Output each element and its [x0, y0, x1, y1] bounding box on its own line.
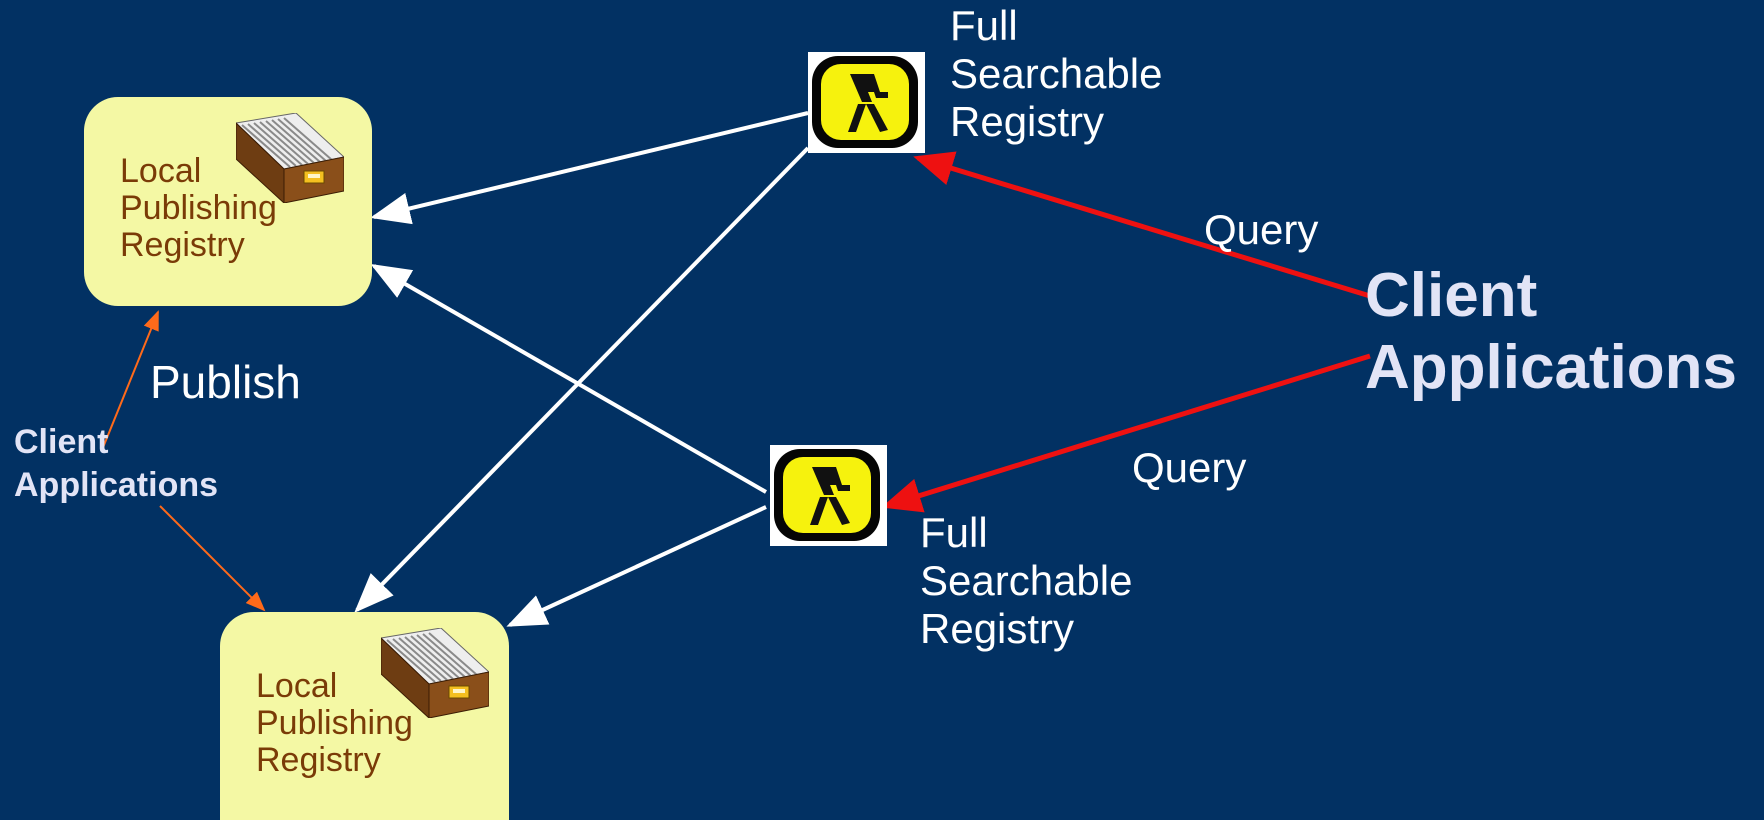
yellow-pages-walking-fingers-icon	[770, 445, 887, 546]
arrow-full-top-to-local-bottom	[354, 146, 810, 613]
arrow-full-top-to-local-top	[370, 111, 809, 225]
publish-label: Publish	[150, 356, 301, 408]
arrow-full-bottom-to-local-bottom	[506, 505, 767, 627]
local-registry-top-box	[84, 97, 372, 306]
query-bottom-label: Query	[1132, 444, 1247, 491]
full-registry-top-label: Full Searchable Registry	[950, 2, 1163, 145]
yellow-pages-walking-fingers-icon	[808, 52, 925, 153]
local-registry-top-label: Local Publishing Registry	[120, 152, 277, 264]
client-applications-right-label: Client Applications	[1365, 261, 1738, 402]
full-registry-bottom-label: Full Searchable Registry	[920, 509, 1133, 652]
query-top-label: Query	[1204, 206, 1319, 253]
card-file-cabinet-icon	[236, 113, 344, 203]
arrow-publish-to-local-bottom	[159, 505, 266, 612]
card-file-cabinet-icon	[381, 628, 489, 718]
arrow-full-bottom-to-local-top	[370, 264, 767, 494]
local-registry-bottom-label: Local Publishing Registry	[256, 667, 413, 779]
arrow-query-to-full-top	[913, 151, 1371, 299]
arrow-publish-to-local-top	[101, 310, 159, 451]
client-applications-left-label: Client Applications	[14, 423, 219, 504]
arrow-query-to-full-bottom	[881, 353, 1371, 513]
